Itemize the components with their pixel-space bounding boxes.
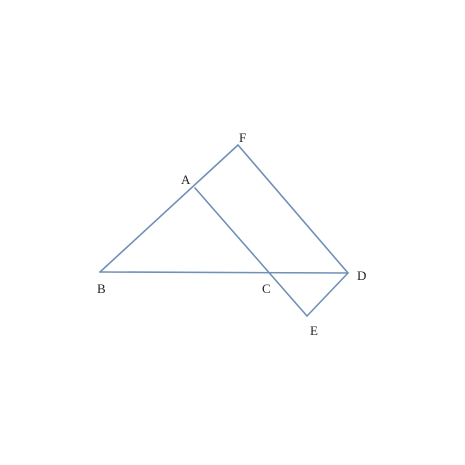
point-label-D: D [357, 268, 366, 283]
segment-E-D [306, 272, 349, 317]
segment-A-E [194, 187, 308, 317]
point-label-A: A [181, 172, 191, 187]
point-label-E: E [310, 323, 318, 338]
segment-F-D [237, 144, 349, 274]
point-label-B: B [97, 281, 106, 296]
segment-B-D [99, 271, 349, 274]
figure-segments [99, 144, 349, 317]
segment-B-F [99, 144, 239, 273]
point-label-F: F [239, 130, 246, 145]
point-label-C: C [262, 281, 271, 296]
figure-labels: F A B C D E [97, 130, 366, 338]
